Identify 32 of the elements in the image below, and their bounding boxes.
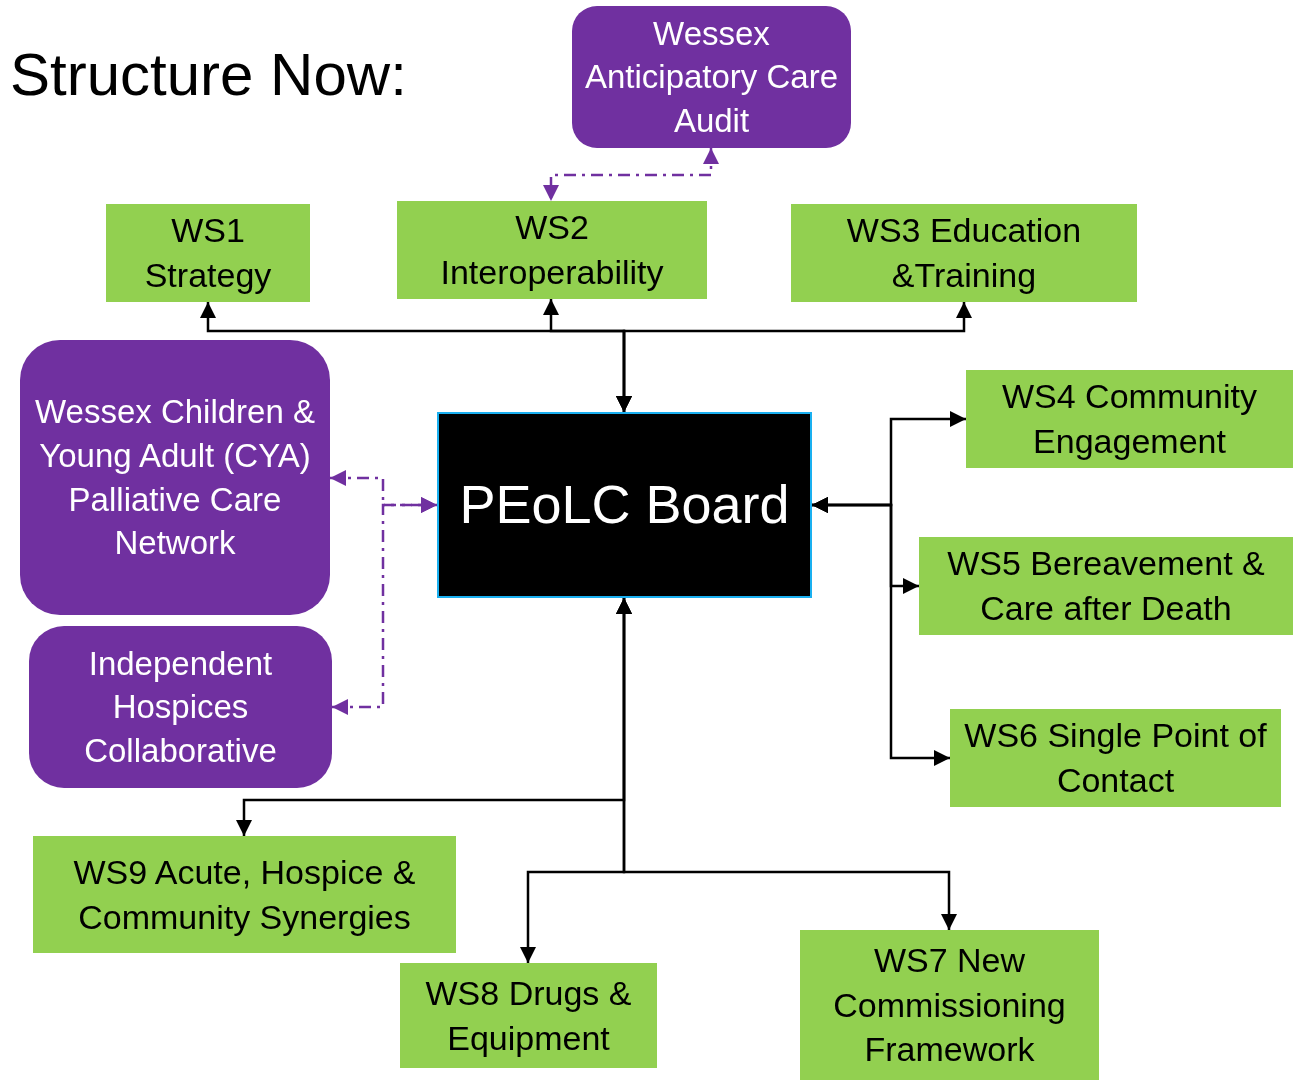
node-label: PEoLC Board xyxy=(459,473,790,537)
arrow xyxy=(616,598,957,930)
node-label: WS8 Drugs & Equipment xyxy=(424,972,633,1059)
node-label: WS5 Bereavement & Care after Death xyxy=(946,543,1266,629)
workstream-box xyxy=(800,930,1099,1080)
node-label: Wessex Children & Young Adult (CYA) Palliative Care Network xyxy=(34,392,316,564)
node-label: WS7 New Commissioning Framework xyxy=(832,939,1067,1071)
workstream-box xyxy=(966,370,1293,468)
workstream-box xyxy=(33,836,456,953)
audit-box xyxy=(572,6,851,148)
dash-dot-connector xyxy=(543,148,719,201)
dash-dot-connector xyxy=(332,497,437,715)
network-box xyxy=(20,340,330,615)
node-label: Wessex Anticipatory Care Audit xyxy=(583,13,840,141)
node-label: WS4 Community Engagement xyxy=(1000,376,1259,462)
node-label: WS2 Interoperability xyxy=(439,207,665,293)
workstream-box xyxy=(950,709,1281,807)
node-label: WS6 Single Point of Contact xyxy=(963,715,1268,801)
workstream-box xyxy=(400,963,657,1068)
workstream-box xyxy=(919,537,1293,635)
node-label: WS3 Education &Training xyxy=(845,210,1083,296)
collaborative-box xyxy=(29,626,332,788)
node-label: Independent Hospices Collaborative xyxy=(83,643,278,771)
node-label: WS1 Strategy xyxy=(143,210,273,296)
board-box xyxy=(437,412,812,598)
arrow xyxy=(616,302,972,412)
workstream-box xyxy=(791,204,1137,302)
diagram-title: Structure Now: xyxy=(10,40,407,109)
workstream-box xyxy=(397,201,707,299)
arrow xyxy=(812,497,950,766)
node-label: WS9 Acute, Hospice & Community Synergies xyxy=(72,851,417,938)
workstream-box xyxy=(106,204,310,302)
